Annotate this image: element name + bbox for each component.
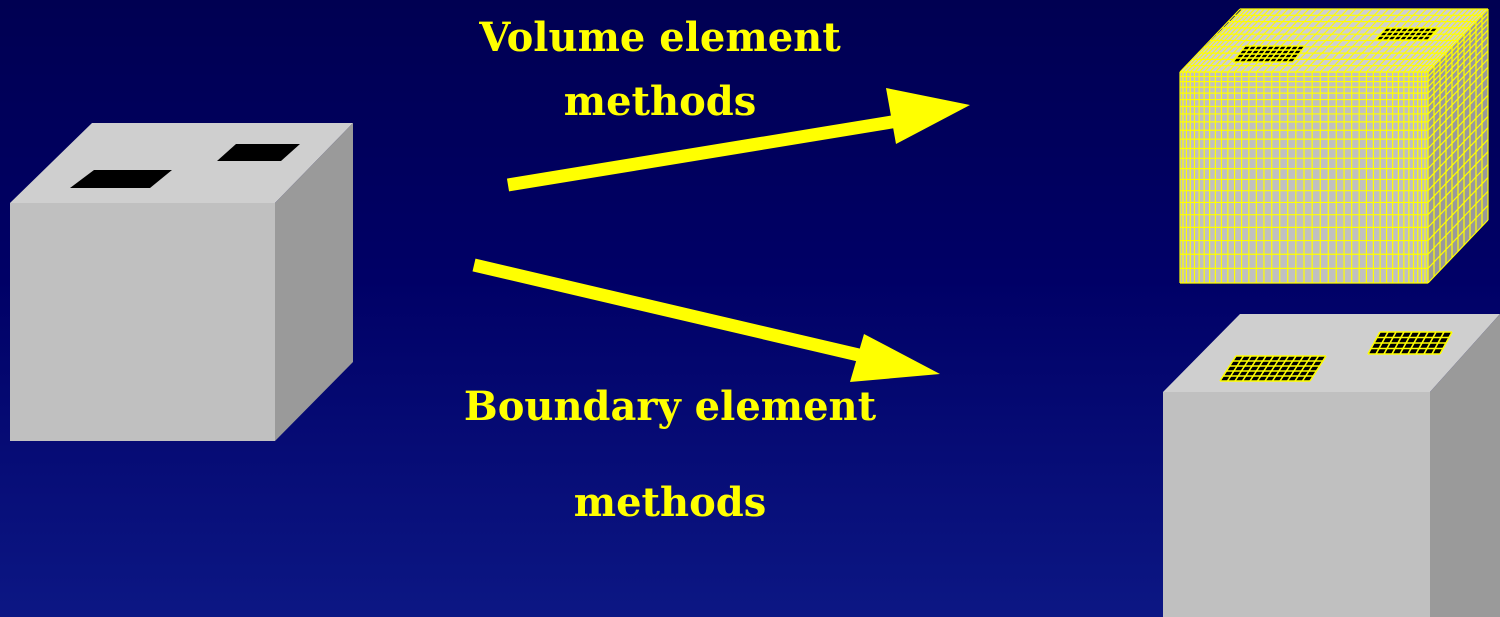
electrode-pad-right: [217, 144, 300, 161]
boundary-cube-side: [1430, 314, 1500, 617]
boundary-pad-mesh: [1219, 331, 1453, 382]
volume-mesh-cube-icon: [1179, 8, 1489, 284]
volume-method-label-line2: methods: [563, 78, 757, 125]
arrow-boundary-icon: [472, 258, 940, 382]
plain-cube-front: [10, 203, 275, 441]
volume-method-label-line1: Volume element: [479, 14, 841, 61]
boundary-method-label-line2: methods: [573, 479, 767, 526]
electrode-pad-left: [70, 170, 172, 188]
volume-pad-mesh: [1232, 27, 1439, 63]
plain-cube-icon: [10, 123, 353, 441]
plain-cube-side: [275, 123, 353, 441]
volume-electrode-right: [1376, 28, 1438, 40]
boundary-mesh-cube-icon: [1163, 314, 1500, 617]
boundary-cube-front: [1163, 392, 1430, 617]
arrow-volume-icon: [506, 88, 970, 192]
volume-mesh-lines: [1179, 8, 1489, 284]
boundary-method-label-line1: Boundary element: [463, 383, 877, 430]
